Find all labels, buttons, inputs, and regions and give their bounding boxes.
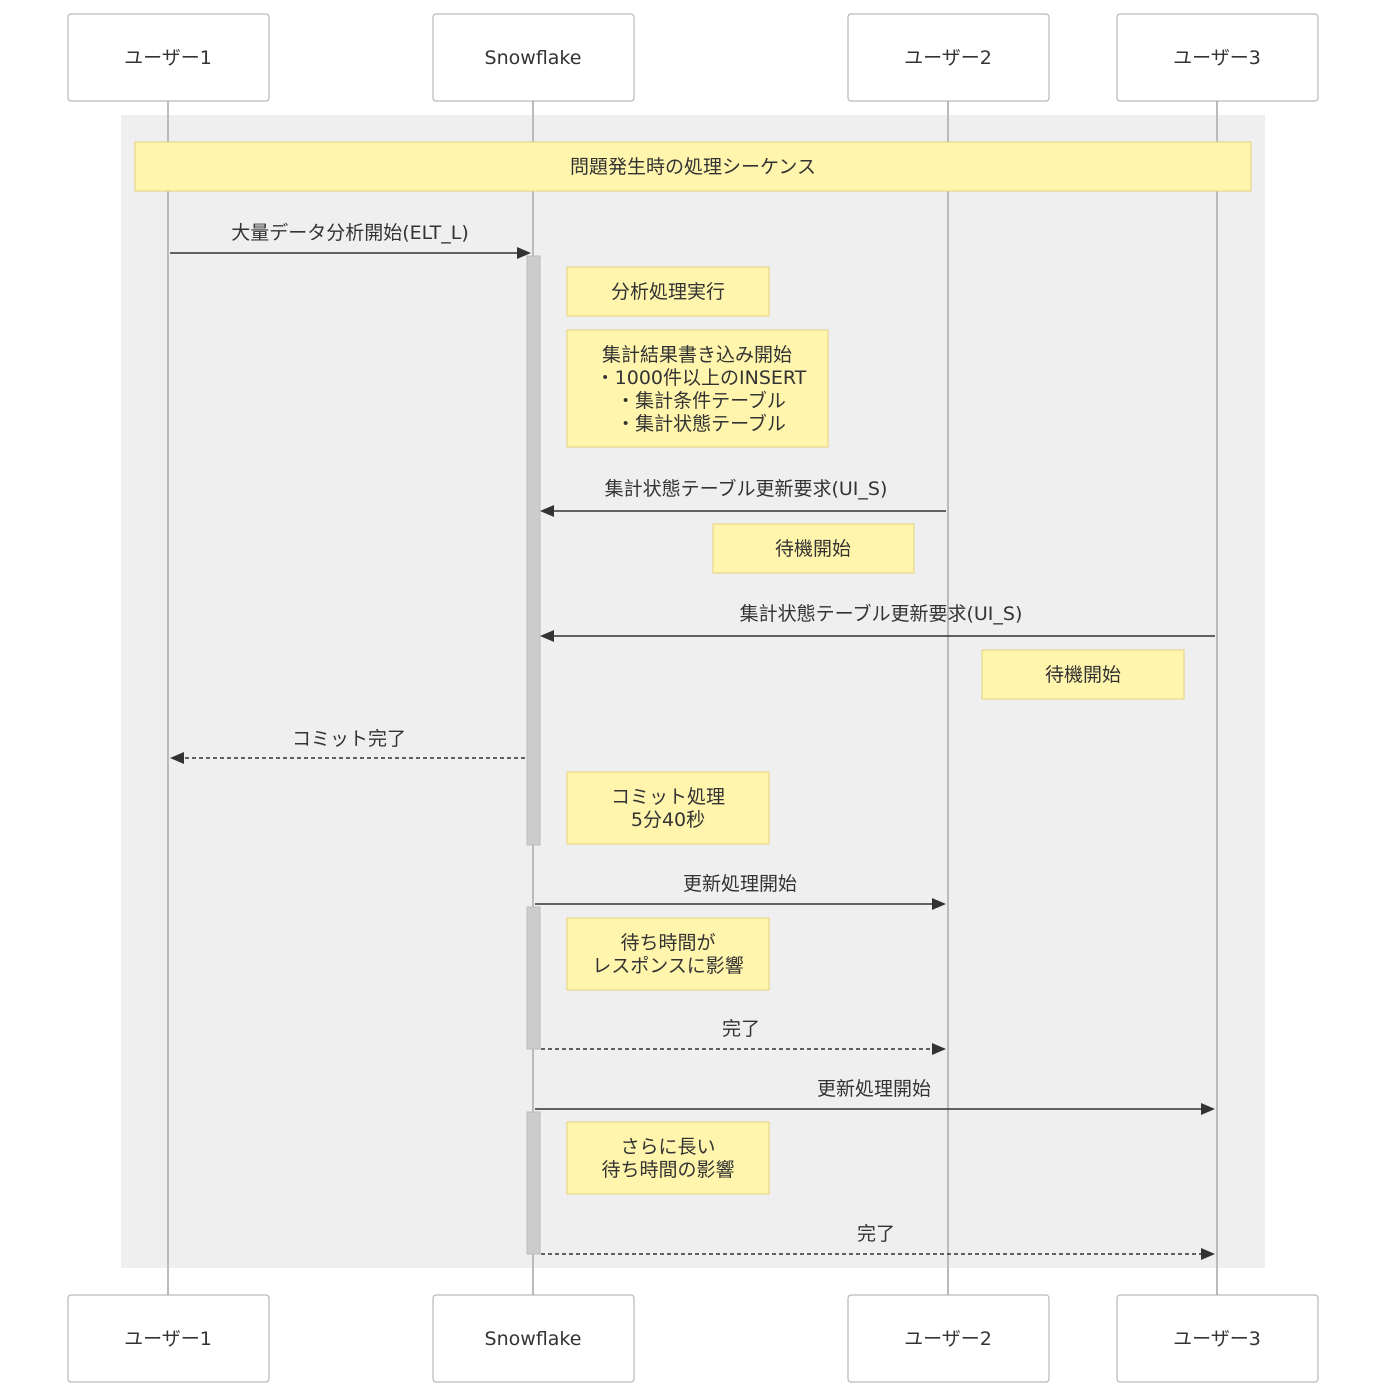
actor-bottom-user2: ユーザー2 (847, 1294, 1050, 1383)
svg-text:完了: 完了 (722, 1018, 760, 1040)
svg-text:ユーザー2: ユーザー2 (904, 47, 992, 69)
svg-text:レスポンスに影響: レスポンスに影響 (592, 955, 744, 977)
message-user3-update-request: 集計状態テーブル更新要求(UI_S) (540, 602, 1215, 642)
note-wait-start-user3: 待機開始 (981, 649, 1185, 700)
svg-text:・集計条件テーブル: ・集計条件テーブル (616, 389, 786, 412)
activation-bar-analysis (526, 255, 541, 846)
note-wait-start-user2: 待機開始 (712, 523, 915, 574)
svg-text:ユーザー3: ユーザー3 (1173, 1328, 1261, 1350)
svg-text:ユーザー2: ユーザー2 (904, 1328, 992, 1350)
message-update-start-user2: 更新処理開始 (535, 873, 946, 910)
actor-bottom-user1: ユーザー1 (67, 1294, 270, 1383)
actor-bottom-user3: ユーザー3 (1116, 1294, 1319, 1383)
svg-text:ユーザー1: ユーザー1 (124, 47, 212, 69)
svg-text:コミット完了: コミット完了 (292, 728, 406, 750)
svg-text:・集計状態テーブル: ・集計状態テーブル (616, 412, 786, 435)
arrowhead-icon (170, 752, 184, 764)
svg-text:集計状態テーブル更新要求(UI_S): 集計状態テーブル更新要求(UI_S) (740, 602, 1023, 625)
note-wait-response-impact: 待ち時間が レスポンスに影響 (566, 917, 770, 991)
svg-text:ユーザー3: ユーザー3 (1173, 47, 1261, 69)
svg-text:ユーザー1: ユーザー1 (124, 1328, 212, 1350)
message-update-start-user3: 更新処理開始 (535, 1078, 1215, 1115)
svg-text:コミット処理: コミット処理 (611, 786, 725, 808)
message-commit-complete: コミット完了 (170, 728, 525, 764)
svg-text:Snowflake: Snowflake (485, 1328, 582, 1350)
svg-text:Snowflake: Snowflake (485, 47, 582, 69)
message-elt-start: 大量データ分析開始(ELT_L) (170, 222, 531, 259)
arrowhead-icon (540, 505, 554, 517)
arrowhead-icon (517, 247, 531, 259)
frame-title: 問題発生時の処理シーケンス (570, 156, 816, 178)
svg-text:待ち時間の影響: 待ち時間の影響 (601, 1159, 734, 1181)
arrowhead-icon (1201, 1248, 1215, 1260)
frame-title-note: 問題発生時の処理シーケンス (134, 141, 1252, 192)
svg-text:大量データ分析開始(ELT_L): 大量データ分析開始(ELT_L) (231, 222, 469, 244)
note-longer-wait-impact: さらに長い 待ち時間の影響 (566, 1121, 770, 1195)
svg-text:集計結果書き込み開始: 集計結果書き込み開始 (602, 344, 792, 366)
note-write-start: 集計結果書き込み開始 ・1000件以上のINSERT ・集計条件テーブル ・集計… (566, 329, 829, 448)
svg-text:完了: 完了 (857, 1223, 895, 1245)
actor-bottom-snowflake: Snowflake (432, 1294, 635, 1383)
arrowhead-icon (1201, 1103, 1215, 1115)
activation-bar-update-user3 (526, 1111, 541, 1255)
svg-text:さらに長い: さらに長い (620, 1136, 715, 1158)
arrowhead-icon (540, 630, 554, 642)
actor-top-user2: ユーザー2 (847, 13, 1050, 102)
actor-top-snowflake: Snowflake (432, 13, 635, 102)
svg-text:待ち時間が: 待ち時間が (620, 932, 715, 954)
message-complete-user2: 完了 (541, 1018, 946, 1055)
arrowhead-icon (932, 1043, 946, 1055)
svg-text:待機開始: 待機開始 (1045, 664, 1121, 686)
activation-bar-update-user2 (526, 906, 541, 1050)
svg-text:・1000件以上のINSERT: ・1000件以上のINSERT (596, 367, 807, 389)
note-commit-process: コミット処理 5分40秒 (566, 771, 770, 845)
message-user2-update-request: 集計状態テーブル更新要求(UI_S) (540, 477, 946, 517)
actor-top-user1: ユーザー1 (67, 13, 270, 102)
note-analysis-execution: 分析処理実行 (566, 266, 770, 317)
svg-text:更新処理開始: 更新処理開始 (683, 873, 797, 895)
svg-text:5分40秒: 5分40秒 (631, 809, 705, 831)
arrowhead-icon (932, 898, 946, 910)
svg-text:待機開始: 待機開始 (775, 538, 851, 560)
svg-text:更新処理開始: 更新処理開始 (817, 1078, 931, 1100)
svg-text:分析処理実行: 分析処理実行 (611, 281, 725, 303)
svg-text:集計状態テーブル更新要求(UI_S): 集計状態テーブル更新要求(UI_S) (605, 477, 888, 500)
actor-top-user3: ユーザー3 (1116, 13, 1319, 102)
message-complete-user3: 完了 (541, 1223, 1215, 1260)
